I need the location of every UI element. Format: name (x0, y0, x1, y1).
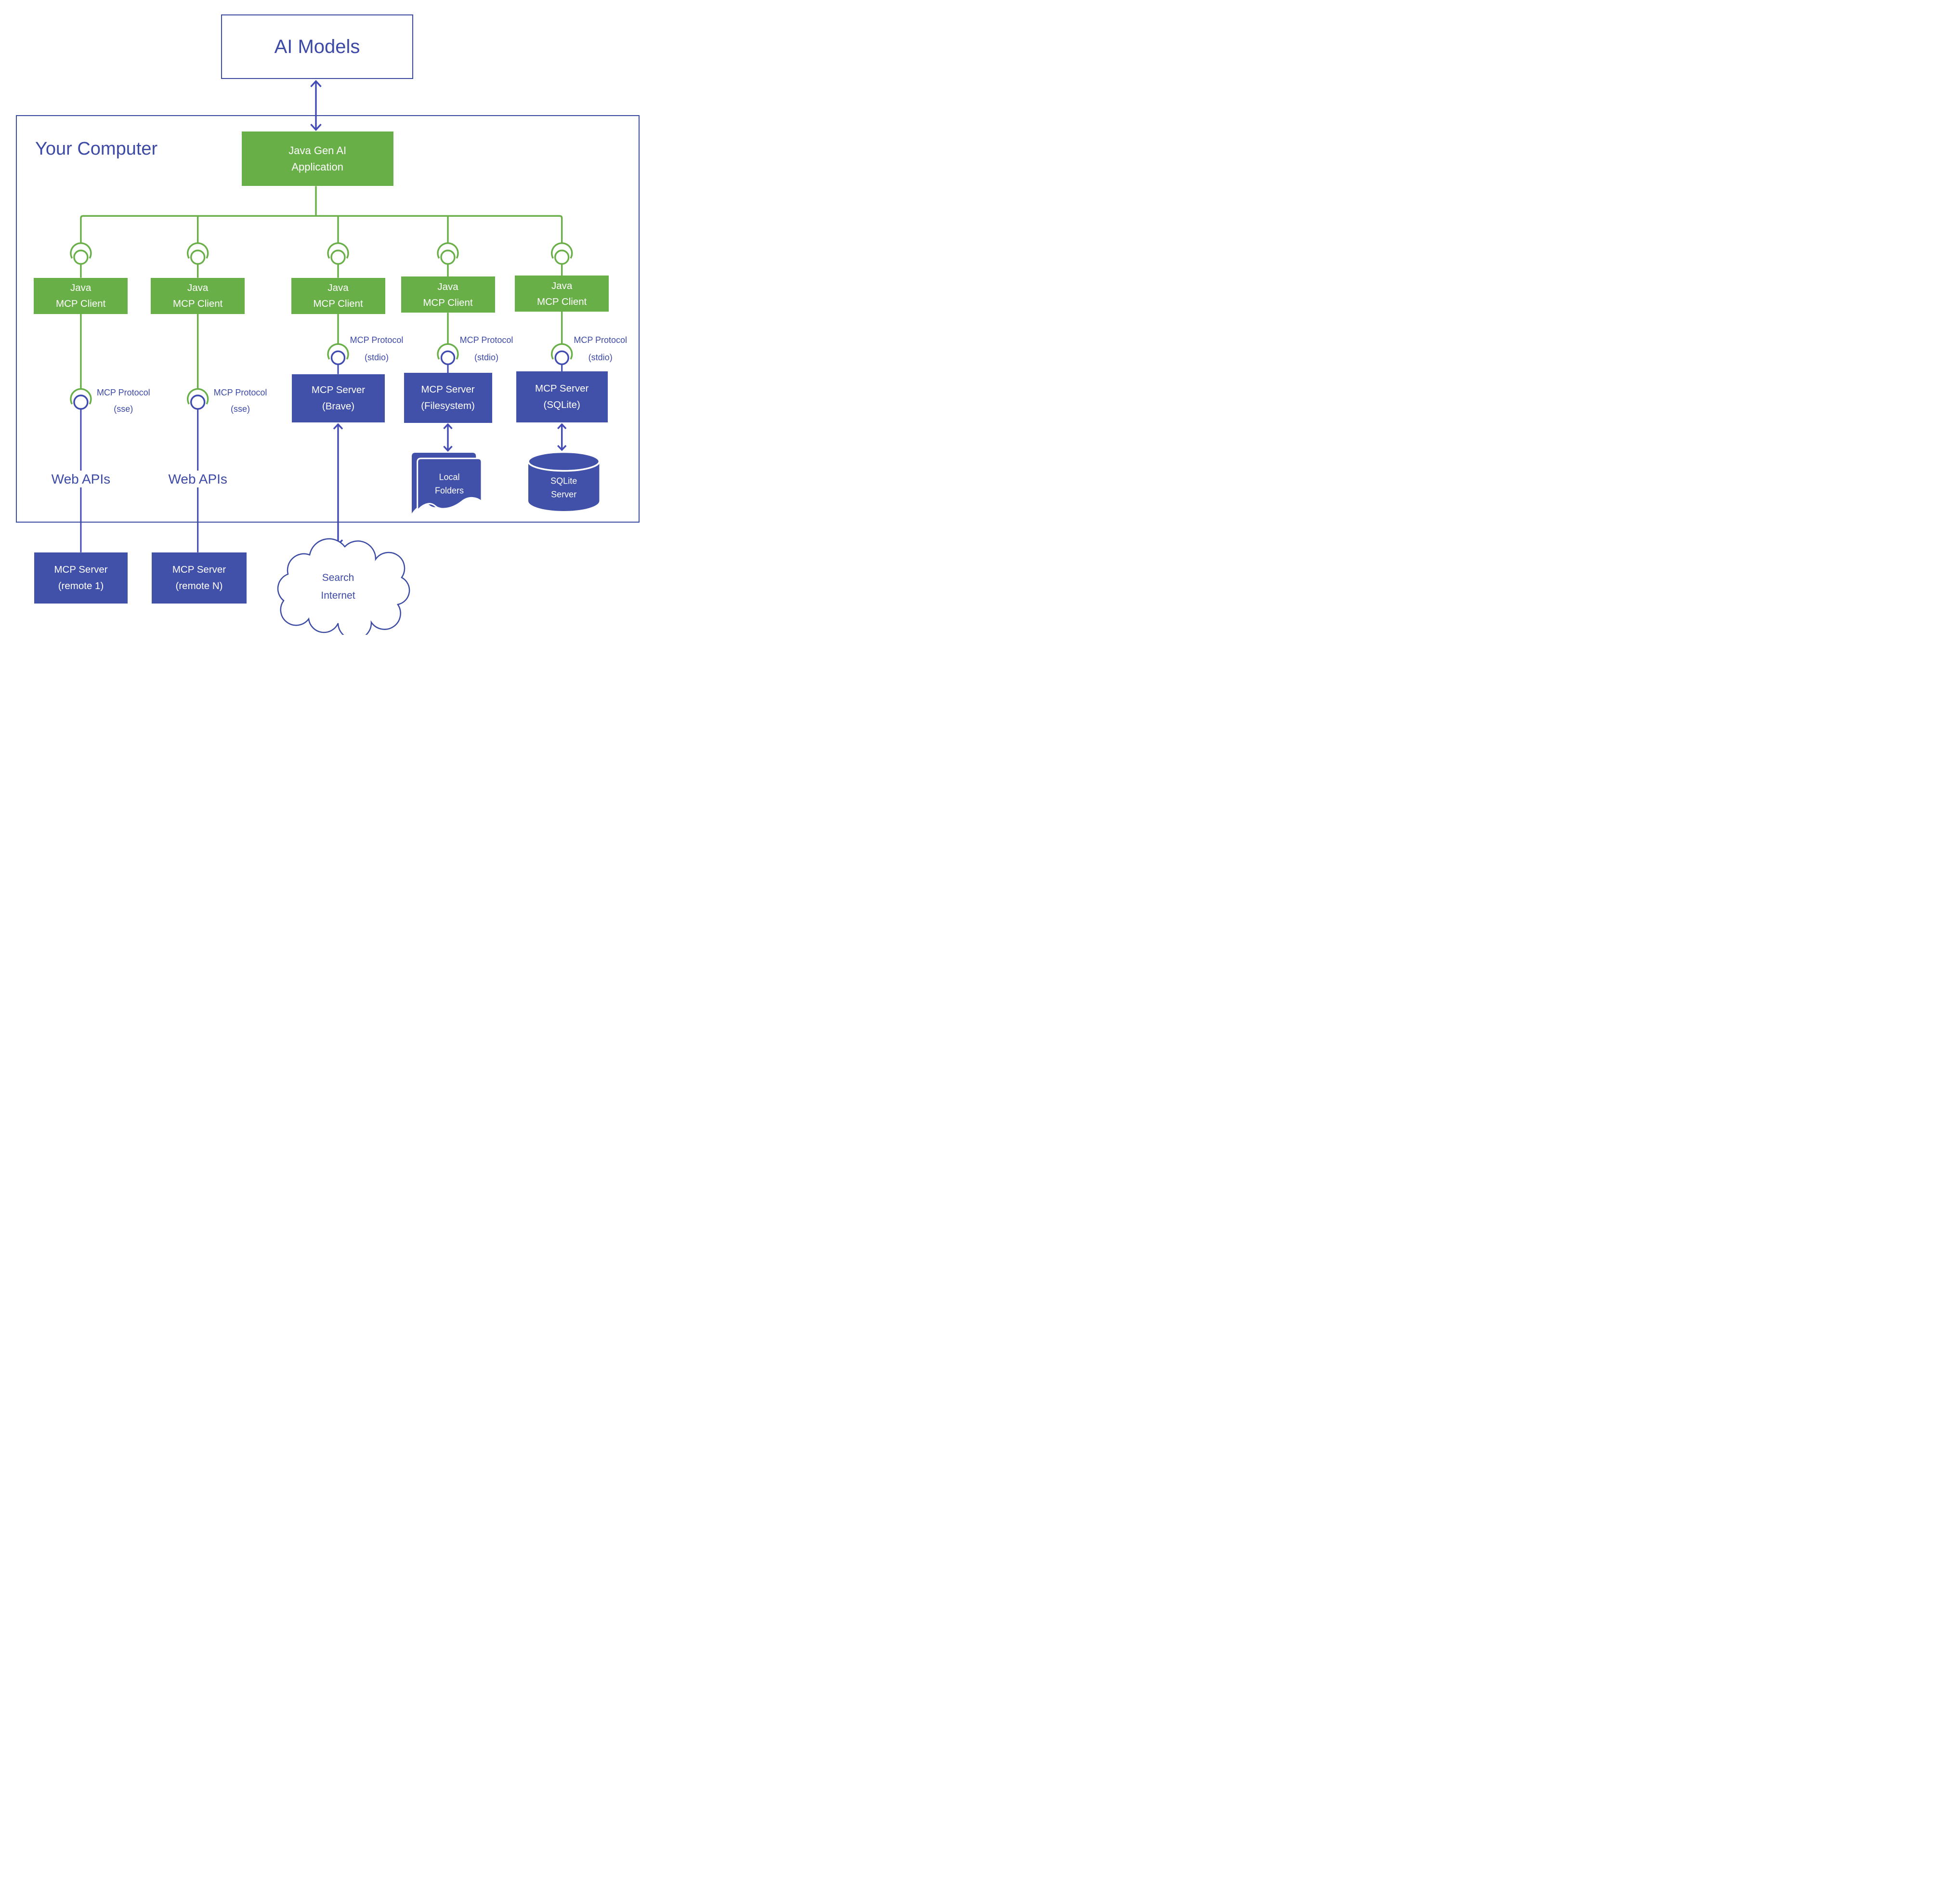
brave-line1: MCP Server (311, 384, 366, 395)
stdio-label-3-line1: MCP Protocol (350, 335, 404, 345)
remote-1-line2: (remote 1) (58, 580, 104, 591)
database-cylinder-icon (527, 451, 601, 511)
java-mcp-client-box-2: Java MCP Client (151, 277, 245, 314)
sqlite-line1: MCP Server (535, 382, 589, 394)
sse-label-2-line2: (sse) (231, 404, 250, 414)
client-5-line2: MCP Client (537, 296, 587, 307)
filesystem-folders-arrow (443, 423, 453, 452)
mcp-server-remote-n-box: MCP Server (remote N) (152, 552, 247, 604)
client-4-line2: MCP Client (423, 297, 473, 308)
client-1-line1: Java (70, 282, 92, 294)
local-folders-line1: Local (439, 472, 460, 482)
client-3-line1: Java (327, 282, 349, 294)
sqlite-server-line1: SQLite (550, 476, 577, 486)
remote-n-line2: (remote N) (175, 580, 223, 591)
remote-1-line1: MCP Server (54, 564, 108, 575)
mcp-protocol-sse-label-2: MCP Protocol (sse) (214, 384, 267, 417)
stdio-label-5-line2: (stdio) (588, 353, 613, 362)
filesystem-line1: MCP Server (421, 384, 475, 395)
sqlite-db-arrow (557, 423, 567, 451)
mcp-connector-icon-2 (187, 242, 209, 278)
remote-n-line1: MCP Server (172, 564, 226, 575)
search-internet-line1: Search (322, 572, 354, 583)
diagram-lines-layer (70, 79, 601, 635)
stdio-label-4-line2: (stdio) (474, 353, 498, 362)
stdio-connector-icon-4 (437, 313, 459, 373)
local-folders-icon (412, 453, 483, 513)
sse-connector-icon-1 (70, 314, 92, 552)
your-computer-container (16, 115, 640, 523)
sqlite-server-label: SQLite Server (550, 475, 577, 501)
app-label-line2: Application (291, 160, 343, 173)
sse-label-2-line1: MCP Protocol (213, 387, 267, 397)
mcp-connector-icon-4 (437, 242, 459, 277)
sse-connector-icon-2 (187, 314, 209, 552)
sqlite-server-line2: Server (551, 489, 577, 499)
client-4-line1: Java (437, 281, 458, 292)
search-internet-label: Search Internet (321, 569, 355, 604)
filesystem-line2: (Filesystem) (421, 400, 475, 411)
stdio-connector-icon-3 (327, 314, 349, 374)
mcp-server-brave-box: MCP Server (Brave) (292, 374, 385, 422)
local-folders-line2: Folders (434, 486, 464, 495)
brave-line2: (Brave) (322, 400, 355, 412)
ai-app-arrow (310, 79, 322, 131)
mcp-server-remote-1-box: MCP Server (remote 1) (34, 552, 128, 604)
mcp-server-sqlite-box: MCP Server (SQLite) (516, 371, 608, 422)
client-2-line1: Java (187, 282, 209, 294)
java-mcp-client-box-3: Java MCP Client (291, 277, 385, 314)
app-label-line1: Java Gen AI (288, 144, 347, 157)
mcp-protocol-stdio-label-5: MCP Protocol (stdio) (574, 331, 627, 366)
web-apis-label-1: Web APIs (51, 472, 111, 486)
client-1-line2: MCP Client (56, 298, 106, 310)
java-mcp-client-box-1: Java MCP Client (34, 277, 128, 314)
mcp-connector-icon-1 (70, 242, 92, 278)
sse-label-1-line2: (sse) (114, 404, 133, 414)
ai-models-label: AI Models (274, 36, 360, 57)
java-gen-ai-application-box: Java Gen AI Application (241, 131, 393, 186)
diagram-canvas: AI Models Your Computer Java Gen AI Appl… (0, 0, 650, 635)
sqlite-line2: (SQLite) (543, 399, 580, 410)
java-mcp-client-box-4: Java MCP Client (401, 276, 495, 313)
mcp-connector-icon-5 (551, 242, 573, 276)
sse-label-1-line1: MCP Protocol (96, 387, 150, 397)
web-apis-label-2: Web APIs (168, 472, 227, 486)
client-3-line2: MCP Client (313, 298, 363, 310)
mcp-protocol-stdio-label-4: MCP Protocol (stdio) (460, 331, 513, 366)
search-internet-line2: Internet (321, 590, 355, 601)
mcp-protocol-stdio-label-3: MCP Protocol (stdio) (350, 331, 404, 366)
your-computer-label: Your Computer (35, 139, 158, 159)
java-mcp-client-box-5: Java MCP Client (515, 276, 609, 312)
mcp-protocol-sse-label-1: MCP Protocol (sse) (97, 384, 150, 417)
internet-cloud-shape (277, 538, 410, 635)
ai-models-box: AI Models (221, 14, 413, 79)
stdio-label-4-line1: MCP Protocol (459, 335, 513, 345)
client-2-line2: MCP Client (173, 298, 223, 310)
stdio-connector-icon-5 (551, 312, 573, 371)
stdio-label-3-line2: (stdio) (364, 353, 389, 362)
app-client-tree (80, 186, 563, 243)
client-5-line1: Java (551, 280, 573, 291)
mcp-connector-icon-3 (327, 242, 349, 278)
local-folders-label: Local Folders (435, 471, 464, 498)
stdio-label-5-line1: MCP Protocol (574, 335, 628, 345)
mcp-server-filesystem-box: MCP Server (Filesystem) (404, 373, 492, 423)
